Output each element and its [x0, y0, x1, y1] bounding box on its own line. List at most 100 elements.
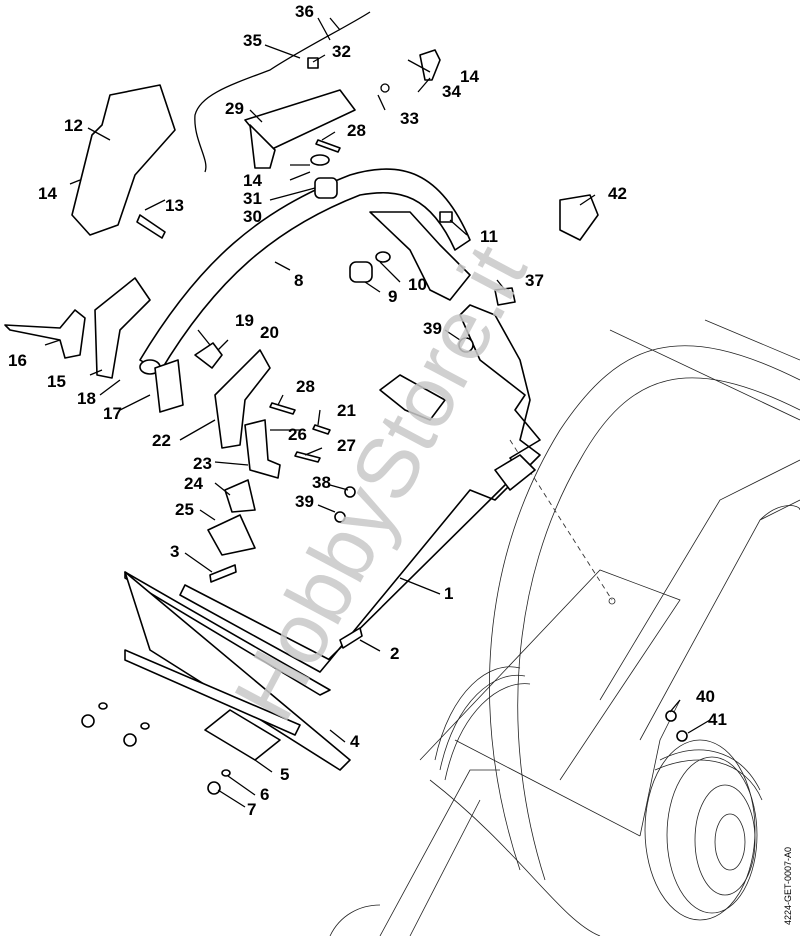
callout-30: 30	[243, 207, 262, 226]
part-39b-cap	[334, 511, 346, 523]
part-5-bracket	[204, 709, 281, 761]
callout-6: 6	[260, 785, 270, 804]
part-12-guard	[71, 84, 176, 236]
part-21-screw	[312, 424, 331, 435]
upper-bar	[179, 584, 331, 673]
spring	[98, 702, 108, 710]
callout-18: 18	[77, 389, 96, 408]
part-16-lever	[4, 309, 86, 359]
callout-31: 31	[243, 189, 262, 208]
callout-25: 25	[175, 500, 194, 519]
part-39-cap	[458, 337, 474, 353]
part-10-washer	[375, 251, 391, 263]
part-1-bracket	[319, 304, 541, 669]
part-13-pin	[136, 214, 166, 239]
part-34-knob	[419, 49, 441, 81]
part-30-spacer	[314, 177, 338, 199]
callout-34: 34	[442, 82, 461, 101]
callout-36: 36	[295, 2, 314, 21]
callout-15: 15	[47, 372, 66, 391]
callout-19: 19	[235, 311, 254, 330]
mower-frame	[379, 319, 800, 936]
part-2-stud	[339, 627, 363, 649]
callout-37: 37	[525, 271, 544, 290]
part-40-washer	[665, 710, 677, 722]
part-8-handlebar-tube	[139, 168, 471, 373]
callout-27: 27	[337, 436, 356, 455]
part-33-spring	[380, 83, 390, 93]
callout-10: 10	[408, 275, 427, 294]
part-42-clip	[559, 194, 599, 241]
part-1-clip	[494, 454, 536, 491]
callout-39: 39	[295, 492, 314, 511]
callout-11: 11	[480, 227, 498, 246]
leader-lines	[44, 17, 711, 808]
part-3-bolt	[209, 564, 237, 583]
wheel-right	[644, 739, 763, 921]
callout-33: 33	[400, 109, 419, 128]
part-27-screw	[294, 451, 321, 463]
part-31-washer	[310, 154, 330, 166]
part-7-nut	[207, 781, 221, 795]
part-37-bolt	[494, 287, 516, 306]
part-17-plate	[154, 359, 184, 413]
callout-23: 23	[193, 454, 212, 473]
callout-39: 39	[423, 319, 442, 338]
callout-1: 1	[444, 584, 454, 603]
callout-21: 21	[337, 401, 356, 420]
callout-32: 32	[332, 42, 351, 61]
part-22-bracket	[214, 349, 271, 449]
part-8-lever	[369, 211, 471, 301]
callout-14: 14	[38, 184, 57, 203]
callout-26: 26	[288, 425, 307, 444]
wheel-left	[329, 505, 800, 936]
callout-16: 16	[8, 351, 27, 370]
callout-3: 3	[170, 542, 180, 561]
callout-42: 42	[608, 184, 627, 203]
part-15-bracket	[94, 277, 151, 379]
callout-17: 17	[103, 404, 122, 423]
part-9-spacer	[349, 261, 373, 283]
nut	[81, 714, 95, 728]
part-4-plate-edge	[124, 571, 331, 696]
part-1-tab	[379, 374, 446, 421]
drawing-code: 4224-GET-0007-A0	[783, 846, 793, 925]
part-6-spring	[221, 769, 231, 777]
callout-35: 35	[243, 31, 262, 50]
callout-7: 7	[247, 800, 257, 819]
lower-bar	[124, 649, 301, 736]
part-25-clamp	[207, 514, 256, 556]
callout-13: 13	[165, 196, 184, 215]
part-4-plate	[124, 571, 351, 771]
part-35-cable	[194, 11, 371, 173]
mount-hole	[608, 597, 616, 605]
callout-38: 38	[312, 473, 331, 492]
part-24-clamp	[224, 479, 256, 513]
callout-40: 40	[696, 687, 715, 706]
callout-14: 14	[243, 171, 262, 190]
part-32-screw	[307, 57, 319, 69]
callout-41: 41	[708, 710, 727, 729]
callout-8: 8	[294, 271, 304, 290]
callout-29: 29	[225, 99, 244, 118]
callout-24: 24	[184, 474, 203, 493]
part-19-clip	[194, 342, 223, 369]
callout-20: 20	[260, 323, 279, 342]
part-23-bracket	[244, 419, 281, 479]
callout-22: 22	[152, 431, 171, 450]
part-41-nut	[676, 730, 688, 742]
callout-5: 5	[280, 765, 290, 784]
callout-12: 12	[64, 116, 83, 135]
callout-28: 28	[347, 121, 366, 140]
callout-9: 9	[388, 287, 398, 306]
part-28-screw	[315, 139, 341, 153]
part-11-screw	[439, 211, 453, 223]
spring	[140, 722, 150, 730]
part-29-tab	[249, 124, 276, 169]
callout-14: 14	[460, 67, 479, 86]
nut	[123, 733, 137, 747]
callout-28: 28	[296, 377, 315, 396]
part-28b-screw	[269, 402, 296, 415]
